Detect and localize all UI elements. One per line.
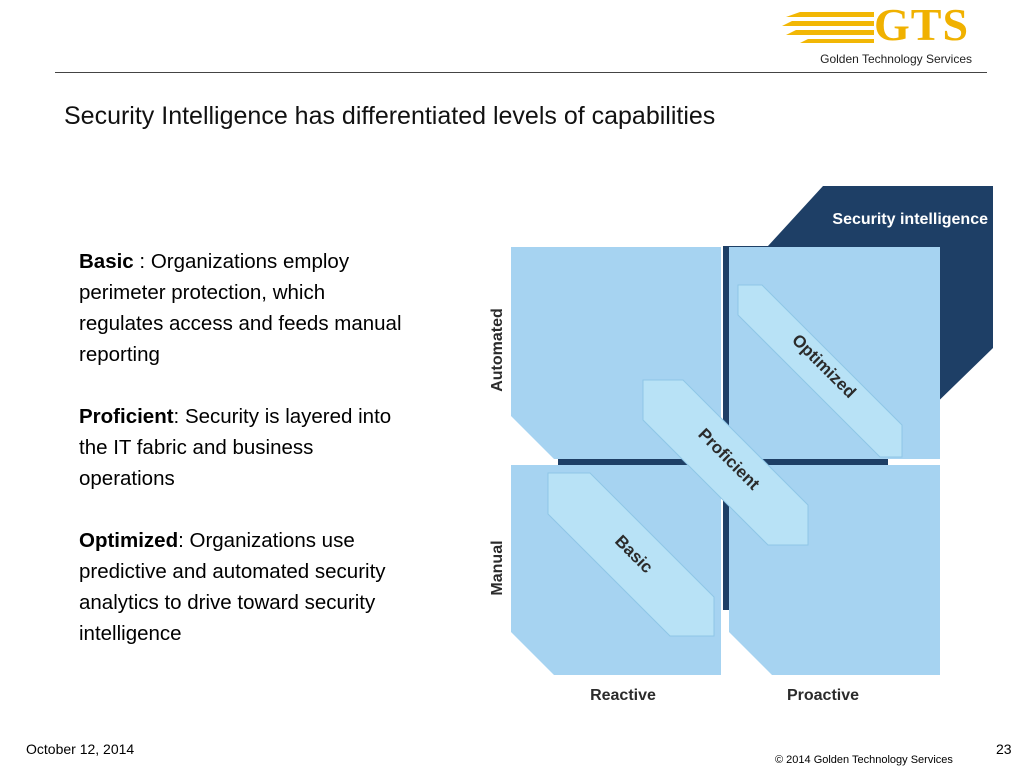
- axis-label-reactive: Reactive: [590, 687, 656, 704]
- level-separator: :: [178, 529, 190, 552]
- footer-copyright: © 2014 Golden Technology Services: [775, 754, 953, 766]
- footer-date: October 12, 2014: [26, 741, 135, 757]
- arrow-optimized: [737, 284, 903, 458]
- level-description: Organizations employ perimeter protectio…: [79, 250, 402, 366]
- level-proficient: Proficient: Security is layered into the…: [79, 401, 409, 494]
- level-separator: :: [173, 405, 185, 428]
- level-term: Optimized: [79, 529, 179, 552]
- quadrant-automated-proactive: [729, 247, 940, 459]
- logo-text: GTS: [874, 0, 970, 50]
- level-basic: Basic : Organizations employ perimeter p…: [79, 246, 409, 370]
- gts-logo: GTS Golden Technology Services: [782, 0, 982, 72]
- level-description: Security is layered into the IT fabric a…: [79, 405, 392, 490]
- axis-label-proactive: Proactive: [787, 687, 859, 704]
- arrow-proficient: [642, 379, 809, 546]
- arrow-basic: [547, 472, 715, 637]
- header-rule: [55, 72, 987, 73]
- capability-diagram: Security intelligence Optimized Proficie…: [489, 186, 993, 704]
- page-number: 23: [996, 741, 1012, 757]
- logo-subtitle: Golden Technology Services: [820, 52, 972, 66]
- security-intelligence-label: Security intelligence: [832, 211, 988, 228]
- level-optimized: Optimized: Organizations use predictive …: [79, 525, 409, 649]
- level-term: Proficient: [79, 405, 174, 428]
- axis-label-automated: Automated: [489, 308, 506, 392]
- level-descriptions: Basic : Organizations employ perimeter p…: [79, 246, 409, 680]
- level-term: Basic: [79, 250, 134, 273]
- logo-streaks-icon: [782, 12, 874, 43]
- axis-label-manual: Manual: [489, 540, 506, 595]
- level-description: Organizations use predictive and automat…: [79, 529, 386, 645]
- level-separator: :: [133, 250, 151, 273]
- slide-title: Security Intelligence has differentiated…: [64, 102, 716, 130]
